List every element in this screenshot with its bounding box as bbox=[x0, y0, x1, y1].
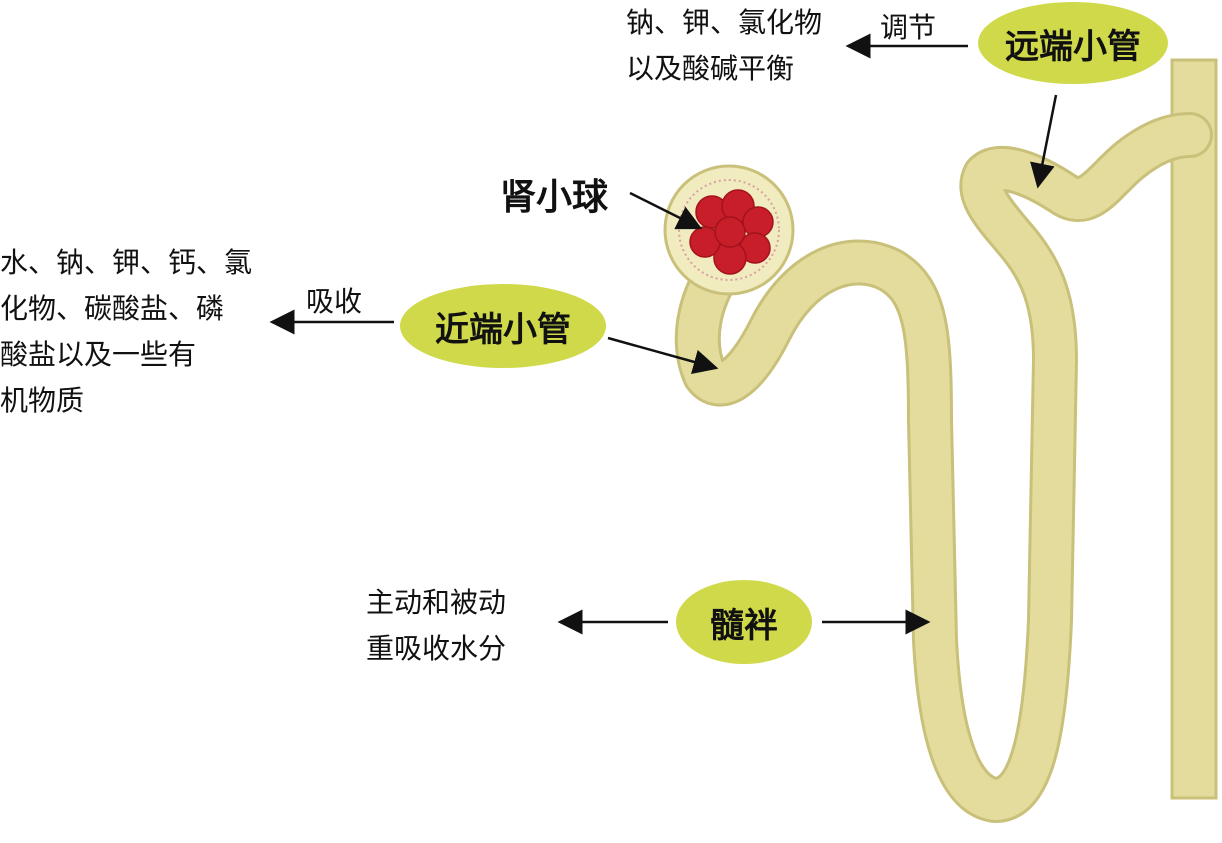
arrow-glomerulus bbox=[629, 191, 703, 230]
proximal-note-line: 化物、碳酸盐、磷 bbox=[0, 292, 225, 325]
absorb-label: 吸收 bbox=[306, 285, 363, 318]
glomerulus bbox=[689, 189, 774, 275]
collecting-duct bbox=[1170, 58, 1218, 800]
regulate-label: 调节 bbox=[880, 11, 937, 44]
badge-proximal-tubule: 近端小管 bbox=[400, 284, 606, 368]
glomerulus-label: 肾小球 bbox=[500, 177, 609, 218]
proximal-note-line: 酸盐以及一些有 bbox=[0, 338, 197, 371]
arrow-distal-to-tubule bbox=[1030, 94, 1058, 189]
badge-distal-tubule: 远端小管 bbox=[978, 2, 1168, 84]
proximal-note-line: 水、钠、钾、钙、氯 bbox=[0, 246, 253, 279]
distal-note-line: 钠、钾、氯化物 bbox=[626, 6, 823, 39]
badge-loop-of-henle: 髓袢 bbox=[676, 580, 812, 664]
distal-note-line: 以及酸碱平衡 bbox=[626, 52, 795, 85]
capsule-dotted-ring bbox=[678, 179, 780, 281]
arrow-proximal-to-tubule bbox=[607, 336, 719, 375]
loop-note-line: 主动和被动 bbox=[366, 586, 507, 619]
badge-proximal-label: 近端小管 bbox=[435, 309, 571, 350]
badge-loop-label: 髓袢 bbox=[710, 605, 778, 646]
loop-note-line: 重吸收水分 bbox=[366, 632, 507, 665]
proximal-note-line: 机物质 bbox=[0, 384, 85, 417]
badge-distal-label: 远端小管 bbox=[1005, 26, 1141, 67]
